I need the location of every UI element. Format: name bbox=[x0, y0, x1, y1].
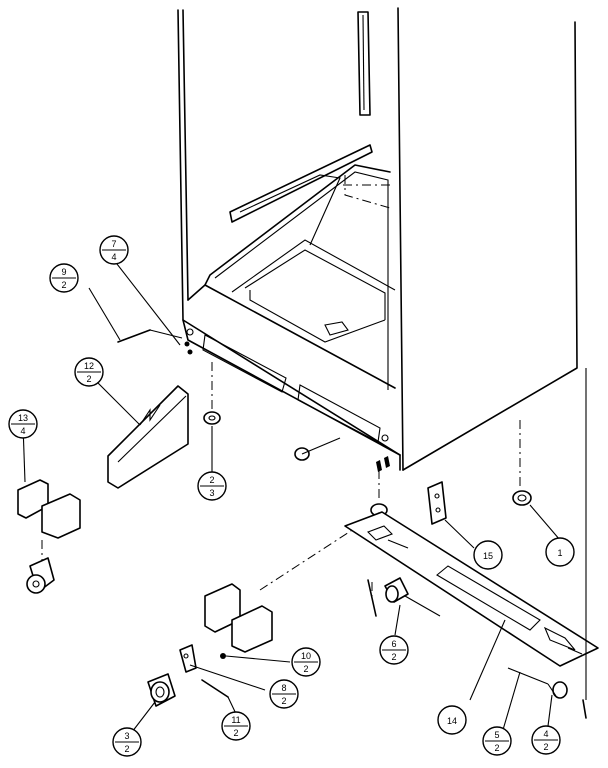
roller-6 bbox=[367, 577, 441, 617]
callout-4-qty: 2 bbox=[543, 742, 548, 752]
callout-13-number: 13 bbox=[18, 413, 28, 423]
callout-9-qty: 2 bbox=[61, 280, 66, 290]
cabinet bbox=[177, 7, 578, 471]
callout-3: 3 2 bbox=[112, 727, 142, 757]
callout-3-number: 3 bbox=[124, 731, 129, 741]
callout-15: 15 bbox=[473, 540, 503, 570]
callout-13: 13 4 bbox=[8, 409, 38, 439]
callout-12-number: 12 bbox=[84, 361, 94, 371]
roller-4 bbox=[507, 368, 587, 719]
callout-6-number: 6 bbox=[391, 639, 396, 649]
cabinet-feet bbox=[203, 362, 532, 517]
callout-4: 4 2 bbox=[531, 725, 561, 755]
callout-9-number: 9 bbox=[61, 267, 66, 277]
callout-7-qty: 4 bbox=[111, 252, 116, 262]
callout-14: 14 bbox=[437, 705, 467, 735]
callout-13-qty: 4 bbox=[20, 426, 25, 436]
callout-4-number: 4 bbox=[543, 729, 548, 739]
callout-9: 9 2 bbox=[49, 263, 79, 293]
callout-14-number: 14 bbox=[447, 716, 457, 726]
callout-5: 5 2 bbox=[482, 726, 512, 756]
base-rail bbox=[344, 511, 599, 667]
callout-8-qty: 2 bbox=[281, 696, 286, 706]
screws-7-9 bbox=[117, 329, 390, 472]
grille-panel bbox=[107, 385, 189, 489]
caster-bracket-left bbox=[17, 479, 81, 594]
callout-10: 10 2 bbox=[291, 647, 321, 677]
callout-10-number: 10 bbox=[301, 651, 311, 661]
callout-1: 1 bbox=[545, 537, 575, 567]
callout-10-qty: 2 bbox=[303, 664, 308, 674]
callout-2-qty: 3 bbox=[209, 488, 214, 498]
callout-8: 8 2 bbox=[269, 679, 299, 709]
callout-1-number: 1 bbox=[557, 548, 562, 558]
callout-11-number: 11 bbox=[231, 715, 240, 725]
callout-7-number: 7 bbox=[111, 239, 116, 249]
callout-7: 7 4 bbox=[99, 235, 129, 265]
callout-6-qty: 2 bbox=[391, 652, 396, 662]
callout-6: 6 2 bbox=[379, 635, 409, 665]
callout-8-number: 8 bbox=[281, 683, 286, 693]
callout-3-qty: 2 bbox=[124, 744, 129, 754]
callout-11: 11 2 bbox=[221, 711, 251, 741]
callout-2-number: 2 bbox=[209, 475, 214, 485]
roller-bracket-center bbox=[147, 511, 381, 707]
callout-12: 12 2 bbox=[74, 357, 104, 387]
callout-12-qty: 2 bbox=[86, 374, 91, 384]
mounting-plate bbox=[427, 481, 447, 525]
callout-5-qty: 2 bbox=[494, 743, 499, 753]
callout-15-number: 15 bbox=[483, 551, 493, 561]
callout-2: 2 3 bbox=[197, 471, 227, 501]
callout-11-qty: 2 bbox=[233, 728, 238, 738]
leader-lines bbox=[22, 254, 561, 741]
callout-5-number: 5 bbox=[494, 730, 499, 740]
